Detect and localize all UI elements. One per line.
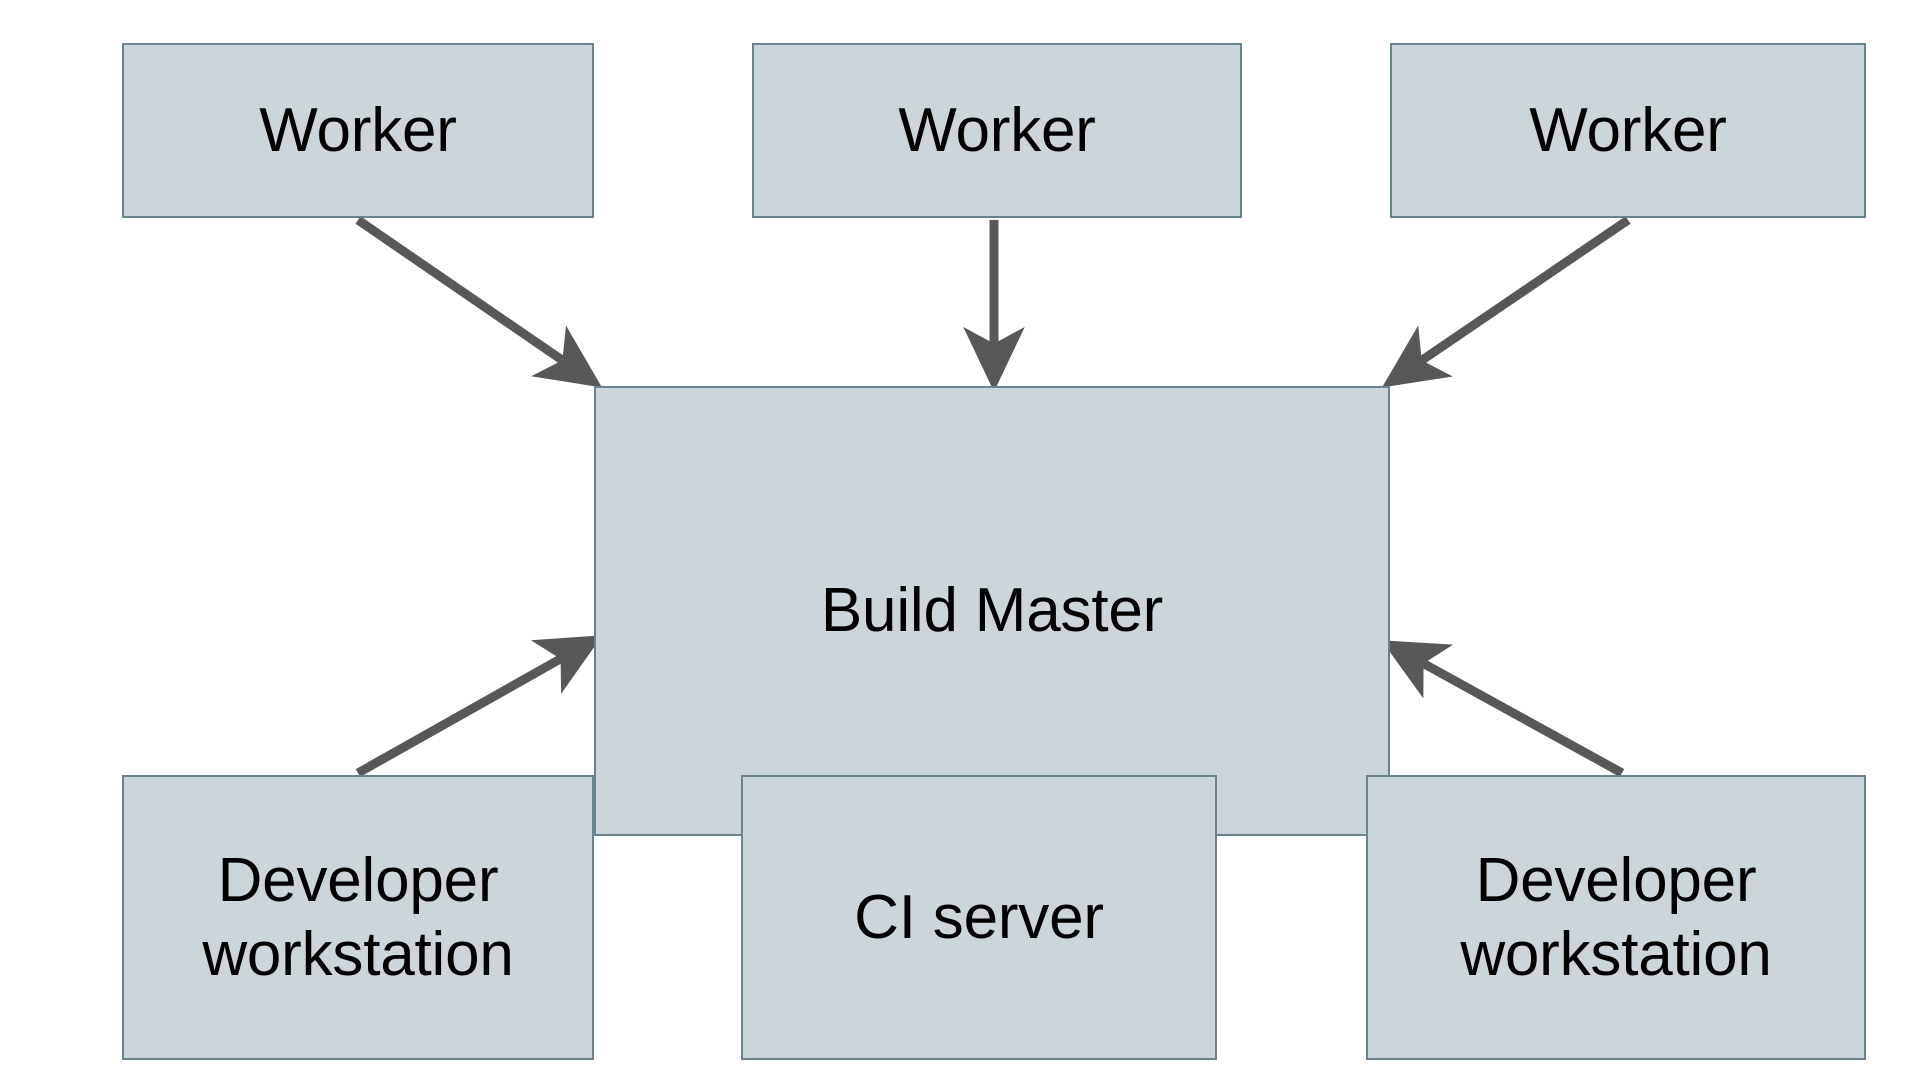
edge-dev-workstation-1-to-build-master xyxy=(355,635,603,777)
node-dev-workstation-2-label: Developer workstation xyxy=(1460,846,1772,989)
node-worker-3[interactable]: Worker xyxy=(1390,43,1866,218)
node-worker-2[interactable]: Worker xyxy=(752,43,1242,218)
node-dev-workstation-2[interactable]: Developer workstation xyxy=(1366,775,1866,1060)
edge-worker-3-to-build-master xyxy=(1381,216,1631,388)
node-ci-server[interactable]: CI server xyxy=(741,775,1217,1060)
edge-worker-1-to-build-master xyxy=(355,216,603,388)
node-build-master-label: Build Master xyxy=(820,576,1164,646)
edge-dev-workstation-2-to-build-master xyxy=(1381,640,1625,777)
node-build-master[interactable]: Build Master xyxy=(594,386,1390,836)
node-dev-workstation-1[interactable]: Developer workstation xyxy=(122,775,594,1060)
node-ci-server-label: CI server xyxy=(854,882,1104,952)
node-worker-3-label: Worker xyxy=(1529,95,1727,165)
node-worker-2-label: Worker xyxy=(898,95,1096,165)
node-worker-1-label: Worker xyxy=(259,95,457,165)
node-worker-1[interactable]: Worker xyxy=(122,43,594,218)
node-dev-workstation-1-label: Developer workstation xyxy=(202,846,514,989)
